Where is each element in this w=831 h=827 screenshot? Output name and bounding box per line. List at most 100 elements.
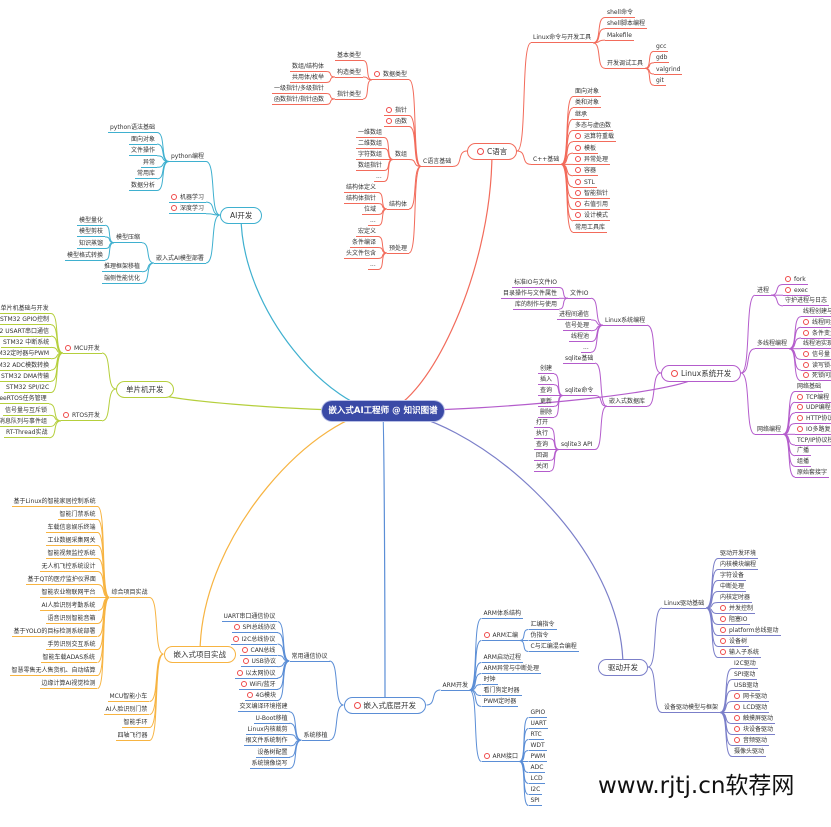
leaf-node: ARM体系结构: [481, 610, 523, 619]
leaf-node: 智能手环: [121, 719, 150, 728]
topic-label: ...: [370, 217, 376, 224]
topic-node: C++基础: [531, 156, 562, 165]
topic-label: 右值引用: [584, 201, 609, 209]
leaf-node: 异常: [141, 159, 158, 168]
topic-label: ...: [370, 261, 376, 268]
topic-label: shell脚本编程: [607, 20, 645, 28]
connector-line: [325, 71, 336, 78]
branch-label: 单片机开发: [126, 384, 164, 394]
branch-c: C语言: [467, 142, 518, 160]
connector-line: [549, 449, 560, 472]
leaf-node: 51单片机基础与开发: [0, 305, 51, 314]
topic-node: ARM开发: [440, 682, 470, 691]
leaf-node: 广播: [795, 447, 812, 457]
topic-label: 设备树: [729, 638, 748, 645]
leaf-node: 模型量化: [77, 217, 106, 226]
topic-label: 设备树配置: [257, 748, 288, 756]
leaf-node: 智能农业物联网平台: [39, 589, 98, 598]
leaf-node: 执行: [534, 430, 551, 440]
topic-label: STM32 GPIO控制: [0, 316, 49, 324]
leaf-node: UDP编程: [795, 404, 831, 414]
leaf-node: STM32 中断系统: [1, 339, 52, 348]
topic-label: RTOS开发: [72, 412, 100, 420]
connector-line: [383, 159, 394, 182]
topic-label: 看门狗定时器: [483, 687, 520, 694]
topic-label: 进程: [757, 286, 770, 294]
topic-label: ADC: [530, 764, 544, 771]
connector-line: [469, 640, 482, 691]
branch-ai: AI开发: [220, 206, 263, 224]
priority-marker-icon: [477, 147, 484, 155]
leaf-node: 结构体定义: [344, 184, 379, 193]
leaf-node: 消息队列与事件组: [0, 418, 50, 427]
connector-line: [594, 405, 608, 450]
leaf-node: 时钟: [481, 676, 498, 685]
leaf-node: 语音识别智能音箱: [45, 615, 98, 624]
topic-node: 数组: [393, 151, 410, 160]
connector-line: [325, 76, 336, 83]
topic-label: C与汇编混合编程: [530, 643, 577, 650]
leaf-node: 关闭: [534, 463, 551, 472]
topic-label: 基于Linux的智能家居控制系统: [13, 498, 96, 505]
leaf-node: 共用体/枚举: [290, 74, 327, 83]
topic-label: 深度学习: [180, 205, 205, 213]
topic-label: 四轴飞行器: [117, 732, 148, 739]
topic-label: 机器学习: [180, 193, 205, 201]
topic-label: 文件操作: [131, 147, 156, 155]
topic-label: CAN总线: [250, 646, 276, 654]
topic-node: 构造类型: [335, 69, 364, 78]
leaf-node: 线程创建与退出: [801, 308, 831, 318]
topic-label: SPI驱动: [734, 671, 756, 678]
topic-label: ARM异常与中断处理: [483, 665, 539, 672]
connector-line: [97, 597, 110, 689]
topic-label: GPIO: [530, 709, 546, 716]
topic-label: 信号量: [812, 350, 831, 358]
topic-label: 模型压缩: [116, 234, 141, 242]
topic-label: ARM体系结构: [483, 610, 521, 617]
leaf-node: 目录操作与文件属性: [501, 290, 560, 299]
connector-line: [558, 287, 569, 299]
leaf-node: 守护进程与日志: [783, 297, 830, 307]
topic-label: 条件编译: [352, 239, 377, 246]
connector-line: [289, 739, 302, 769]
topic-label: 信号量与互斥锁: [5, 406, 48, 414]
topic-label: 端侧性能优化: [104, 274, 141, 282]
leaf-node: 智能门禁系统: [57, 511, 98, 520]
topic-node: 嵌入式AI模型部署: [154, 255, 206, 264]
priority-marker-icon: [720, 605, 726, 611]
topic-node: python编程: [169, 153, 206, 162]
topic-label: 推理框架移植: [104, 263, 141, 271]
leaf-node: MCU智能小车: [107, 693, 150, 702]
topic-label: U-Boot移植: [255, 714, 288, 722]
topic-label: Makefile: [607, 31, 632, 39]
topic-label: 容器: [584, 167, 597, 175]
priority-marker-icon: [720, 638, 726, 644]
branch-label: Linux系统开发: [681, 368, 732, 378]
leaf-node: 线程同步互斥: [801, 318, 831, 328]
topic-label: STM32 DMA传输: [1, 372, 50, 380]
connector-line: [516, 42, 532, 152]
leaf-node: 信号量与互斥锁: [3, 406, 50, 416]
topic-label: 运算符重载: [584, 133, 615, 141]
topic-label: LCD驱动: [743, 704, 768, 711]
leaf-node: fork: [783, 276, 808, 285]
leaf-node: 字符数组: [356, 151, 385, 160]
leaf-node: 设备树: [718, 638, 750, 647]
leaf-node: WDT: [528, 742, 547, 751]
topic-label: 智能门禁系统: [59, 511, 96, 518]
topic-node: ARM汇编: [481, 632, 520, 641]
connector-line: [377, 252, 388, 270]
topic-label: 4G模块: [255, 692, 276, 700]
topic-label: WiFi/蓝牙: [249, 680, 276, 688]
connector-line: [469, 689, 482, 707]
connector-line: [408, 79, 422, 167]
topic-label: 条件变量: [812, 329, 831, 337]
connector-line: [644, 67, 655, 86]
leaf-node: 模型格式转换: [65, 252, 106, 261]
topic-label: 常用通信协议: [291, 652, 328, 660]
topic-label: 预处理: [389, 244, 408, 252]
topic-node: sqlite命令: [563, 387, 596, 396]
topic-label: gcc: [656, 42, 667, 50]
priority-marker-icon: [246, 692, 253, 699]
leaf-node: 工业数据采集网关: [45, 537, 98, 546]
